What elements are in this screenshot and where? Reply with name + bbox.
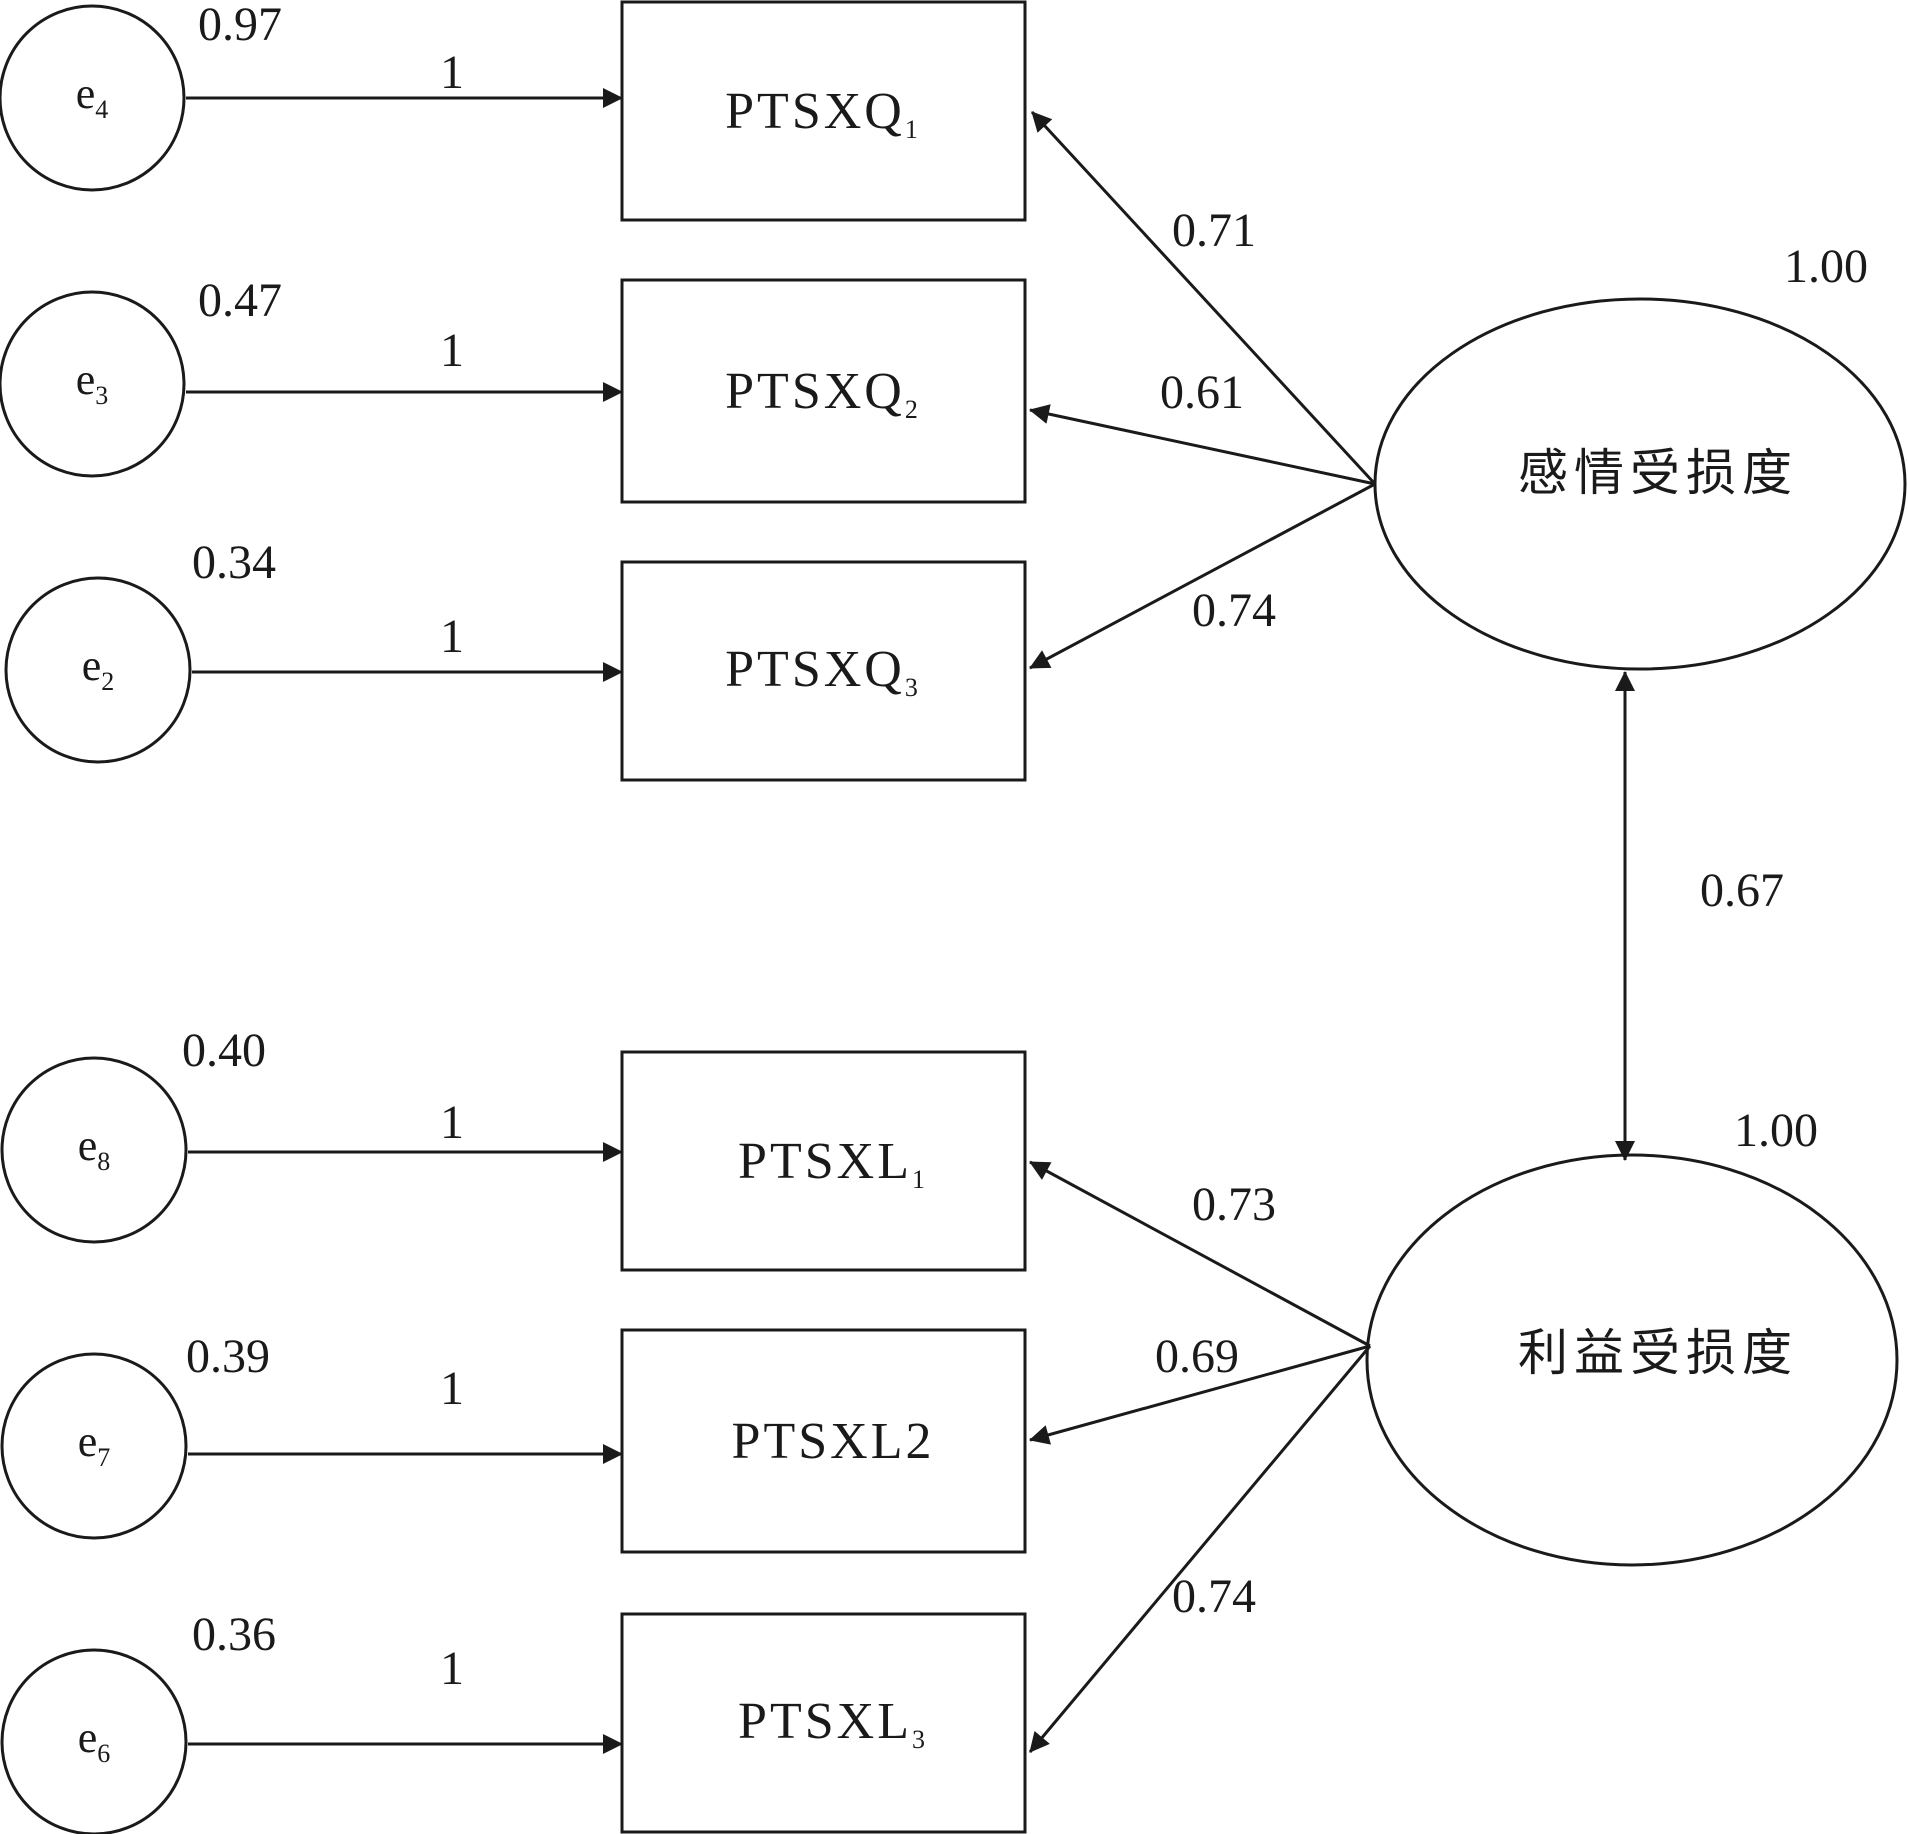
indicator-label-ptsxl2: PTSXL2 bbox=[732, 1413, 935, 1470]
indicator-l3: e6 0.36 1 PTSXL3 bbox=[0, 1608, 1027, 1834]
loading-label-l3: 0.74 bbox=[1172, 1570, 1256, 1623]
loading-label-q2: 0.61 bbox=[1160, 366, 1244, 419]
indicator-label-ptsxl3: PTSXL3 bbox=[738, 1693, 928, 1754]
error-circle-e8 bbox=[0, 1056, 188, 1244]
latent-variance-affective: 1.00 bbox=[1784, 240, 1868, 293]
indicator-box-ptsxl3 bbox=[620, 1612, 1027, 1834]
error-label-e2: e2 bbox=[82, 641, 115, 696]
loading-path-q3 bbox=[1029, 482, 1376, 670]
error-label-e7: e7 bbox=[78, 1417, 111, 1472]
error-variance-e8: 0.40 bbox=[182, 1024, 266, 1077]
indicator-box-ptsxq2 bbox=[620, 278, 1027, 504]
error-variance-e3: 0.47 bbox=[198, 274, 282, 327]
error-path-label-e7: 1 bbox=[440, 1362, 464, 1415]
loading-label-l2: 0.69 bbox=[1155, 1330, 1239, 1383]
error-path-label-e6: 1 bbox=[440, 1642, 464, 1695]
loading-path-q2 bbox=[1029, 404, 1376, 486]
loading-path-l2 bbox=[1029, 1344, 1371, 1445]
latent-variance-interest: 1.00 bbox=[1734, 1104, 1818, 1157]
error-variance-e7: 0.39 bbox=[186, 1330, 270, 1383]
loading-path-l1 bbox=[1029, 1160, 1371, 1348]
indicator-q2: e3 0.47 1 PTSXQ2 bbox=[0, 274, 1027, 504]
loading-label-l1: 0.73 bbox=[1192, 1178, 1276, 1231]
error-circle-e3 bbox=[0, 290, 186, 478]
error-circle-e4 bbox=[0, 4, 186, 192]
error-path-label-e8: 1 bbox=[440, 1096, 464, 1149]
latent-correlation: 0.67 bbox=[1615, 671, 1784, 1161]
error-variance-e2: 0.34 bbox=[192, 536, 276, 589]
error-label-e6: e6 bbox=[78, 1713, 111, 1768]
error-circle-e2 bbox=[4, 576, 192, 764]
latent-label-affective: 感情受损度 bbox=[1518, 444, 1798, 502]
indicator-box-ptsxl2 bbox=[620, 1328, 1027, 1554]
error-path-label-e3: 1 bbox=[440, 324, 464, 377]
correlation-label: 0.67 bbox=[1700, 864, 1784, 917]
error-circle-e7 bbox=[0, 1352, 188, 1540]
indicator-q1: e4 0.97 1 PTSXQ1 bbox=[0, 0, 1027, 222]
loadings-affective: 0.71 0.61 0.74 bbox=[1029, 110, 1377, 670]
indicator-box-ptsxq1 bbox=[620, 0, 1027, 222]
error-label-e4: e4 bbox=[76, 69, 109, 124]
indicator-box-ptsxl1 bbox=[620, 1050, 1027, 1272]
indicator-box-ptsxq3 bbox=[620, 560, 1027, 782]
error-path-label-e2: 1 bbox=[440, 610, 464, 663]
error-path-label-e4: 1 bbox=[440, 46, 464, 99]
loading-path-q1 bbox=[1030, 110, 1377, 486]
error-variance-e4: 0.97 bbox=[198, 0, 282, 51]
error-label-e8: e8 bbox=[78, 1121, 111, 1176]
loading-label-q3: 0.74 bbox=[1192, 584, 1276, 637]
indicator-label-ptsxl1: PTSXL1 bbox=[738, 1133, 928, 1194]
error-variance-e6: 0.36 bbox=[192, 1608, 276, 1661]
indicator-q3: e2 0.34 1 PTSXQ3 bbox=[4, 536, 1027, 782]
indicator-label-ptsxq3: PTSXQ3 bbox=[725, 641, 921, 702]
indicator-label-ptsxq1: PTSXQ1 bbox=[725, 83, 921, 144]
loading-path-l3 bbox=[1028, 1345, 1372, 1753]
latent-label-interest: 利益受损度 bbox=[1518, 1324, 1798, 1382]
indicator-l2: e7 0.39 1 PTSXL2 bbox=[0, 1328, 1027, 1554]
loadings-interest: 0.73 0.69 0.74 bbox=[1028, 1160, 1372, 1753]
indicator-l1: e8 0.40 1 PTSXL1 bbox=[0, 1024, 1027, 1272]
error-circle-e6 bbox=[0, 1648, 188, 1834]
loading-label-q1: 0.71 bbox=[1172, 204, 1256, 257]
indicator-label-ptsxq2: PTSXQ2 bbox=[725, 363, 921, 424]
error-label-e3: e3 bbox=[76, 355, 109, 410]
latent-affective: 感情受损度 1.00 bbox=[1373, 240, 1907, 671]
latent-interest: 利益受损度 1.00 bbox=[1365, 1104, 1899, 1567]
